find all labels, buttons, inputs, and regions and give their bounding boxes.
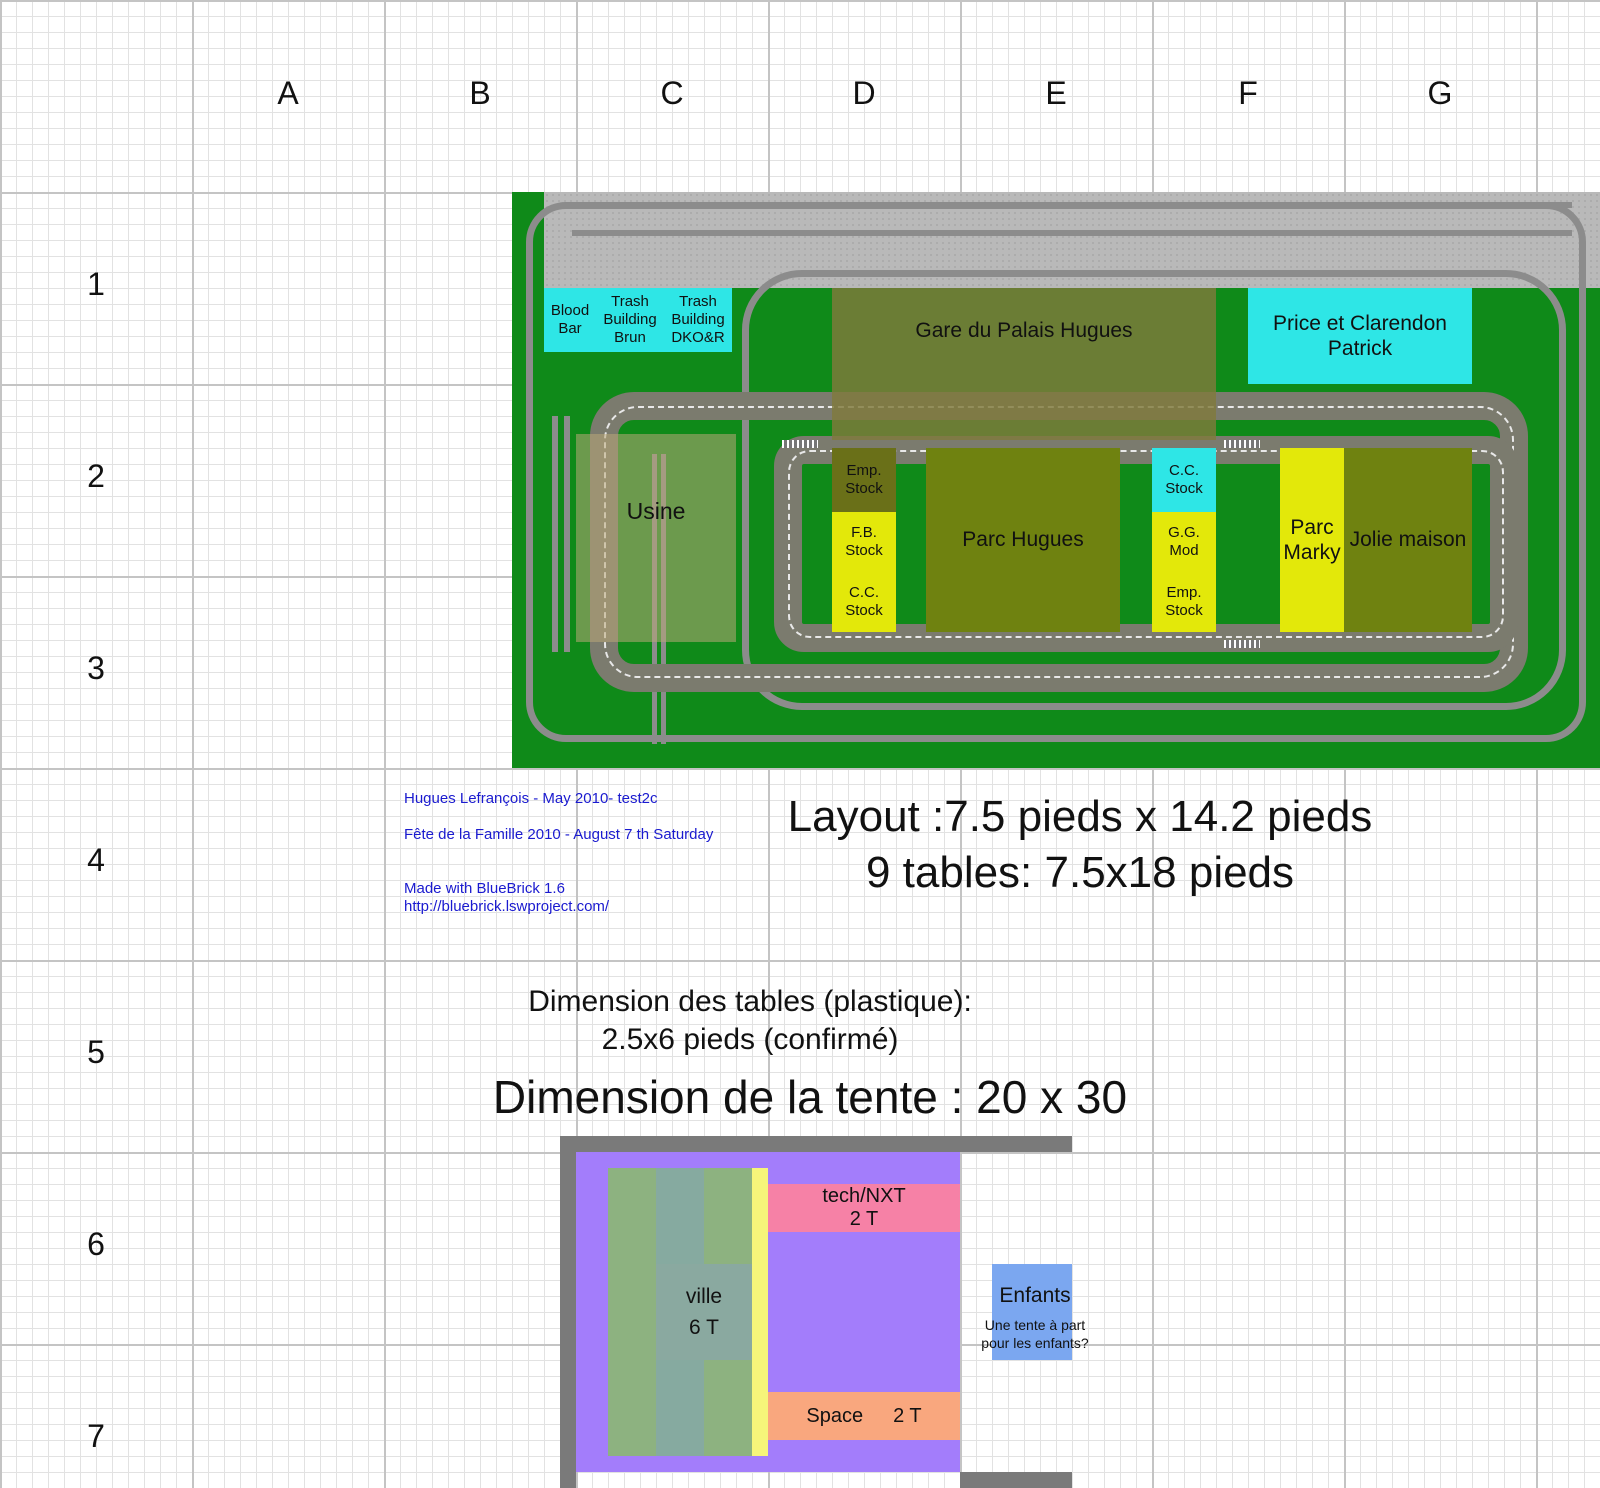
table-dimension-line2: 2.5x6 pieds (confirmé) <box>601 1023 899 1056</box>
tech-label: tech/NXT <box>822 1185 906 1207</box>
zone-cc-stock-2[interactable]: C.C. Stock <box>1152 448 1216 512</box>
inner-track-loop <box>742 270 1566 710</box>
bluebrick-url[interactable]: http://bluebrick.lswproject.com/ <box>404 898 610 915</box>
crosswalk <box>1224 640 1260 648</box>
zone-tech-nxt[interactable]: tech/NXT 2 T <box>768 1184 960 1232</box>
zone-ville[interactable]: ville 6 T <box>656 1276 752 1348</box>
zone-jolie-maison[interactable]: Jolie maison <box>1344 448 1472 632</box>
tent-plan[interactable]: ville 6 T tech/NXT 2 T Space 2 T Enfants… <box>560 1136 1089 1488</box>
zone-usine[interactable]: Usine <box>626 498 686 525</box>
zone-trash-building-dkor[interactable]: Trash Building DKO&R <box>664 288 732 352</box>
tent-wall-top <box>560 1136 1072 1152</box>
zone-fb-stock[interactable]: F.B. Stock <box>832 512 896 572</box>
zone-gg-mod[interactable]: G.G. Mod <box>1152 512 1216 572</box>
column-label-a: A <box>277 75 299 111</box>
ville-count: 6 T <box>689 1316 719 1339</box>
zone-emp-stock-1[interactable]: Emp. Stock <box>832 448 896 512</box>
zone-blood-bar[interactable]: Blood Bar <box>544 288 596 352</box>
layout-map[interactable]: Blood Bar Trash Building Brun Trash Buil… <box>512 192 1600 768</box>
column-label-c: C <box>660 75 684 111</box>
space-label: Space <box>806 1404 864 1427</box>
siding-track <box>572 202 1572 236</box>
enfants-title: Enfants <box>999 1284 1071 1307</box>
row-label-1: 1 <box>87 266 105 302</box>
row-label-6: 6 <box>87 1226 105 1262</box>
row-label-4: 4 <box>87 842 105 878</box>
layout-size-text: Layout :7.5 pieds x 14.2 pieds <box>787 792 1373 841</box>
zone-trash-building-brun[interactable]: Trash Building Brun <box>596 288 664 352</box>
zone-emp-stock-2[interactable]: Emp. Stock <box>1152 572 1216 632</box>
zone-gare-du-palais[interactable]: Gare du Palais Hugues <box>832 288 1216 440</box>
column-label-e: E <box>1045 75 1067 111</box>
zone-parc-hugues[interactable]: Parc Hugues <box>926 448 1120 632</box>
tables-count-text: 9 tables: 7.5x18 pieds <box>865 848 1295 897</box>
ville-label: ville <box>685 1284 723 1308</box>
zone-cc-stock-1[interactable]: C.C. Stock <box>832 572 896 632</box>
column-label-d: D <box>852 75 876 111</box>
crosswalk <box>1224 440 1260 448</box>
ville-edge-strip <box>752 1168 768 1456</box>
ville-tables-center <box>656 1264 752 1360</box>
row-label-7: 7 <box>87 1418 105 1454</box>
space-count: 2 T <box>893 1404 922 1427</box>
zone-price-clarendon[interactable]: Price et Clarendon Patrick <box>1248 288 1472 384</box>
enfants-note-line2: pour les enfants? <box>981 1335 1089 1351</box>
spur-track <box>552 416 570 652</box>
zone-space[interactable]: Space 2 T <box>768 1392 960 1440</box>
zone-parc-marky[interactable]: Parc Marky <box>1280 448 1344 632</box>
row-label-5: 5 <box>87 1034 105 1070</box>
event-note: Fête de la Famille 2010 - August 7 th Sa… <box>404 826 714 843</box>
enfants-note-line1: Une tente à part <box>984 1316 1086 1333</box>
inner-road-markings <box>788 450 1504 638</box>
tech-count: 2 T <box>849 1208 879 1230</box>
enfants-zone-box[interactable] <box>992 1264 1072 1360</box>
table-dimension-line1: Dimension des tables (plastique): <box>528 985 972 1018</box>
row-label-2: 2 <box>87 458 105 494</box>
tent-wall-bottom <box>960 1472 1072 1488</box>
crosswalk <box>782 440 818 448</box>
enfants-note: Une tente à part pour les enfants? <box>960 1314 1110 1354</box>
made-with-note: Made with BlueBrick 1.6 <box>404 880 565 897</box>
column-label-f: F <box>1238 75 1258 111</box>
tent-wall-left <box>560 1136 576 1488</box>
column-label-b: B <box>469 75 491 111</box>
tent-dimension-text: Dimension de la tente : 20 x 30 <box>492 1071 1128 1123</box>
column-label-g: G <box>1427 75 1453 111</box>
row-label-3: 3 <box>87 650 105 686</box>
usine-area <box>576 434 736 642</box>
author-note: Hugues Lefrançois - May 2010- test2c <box>404 790 658 807</box>
